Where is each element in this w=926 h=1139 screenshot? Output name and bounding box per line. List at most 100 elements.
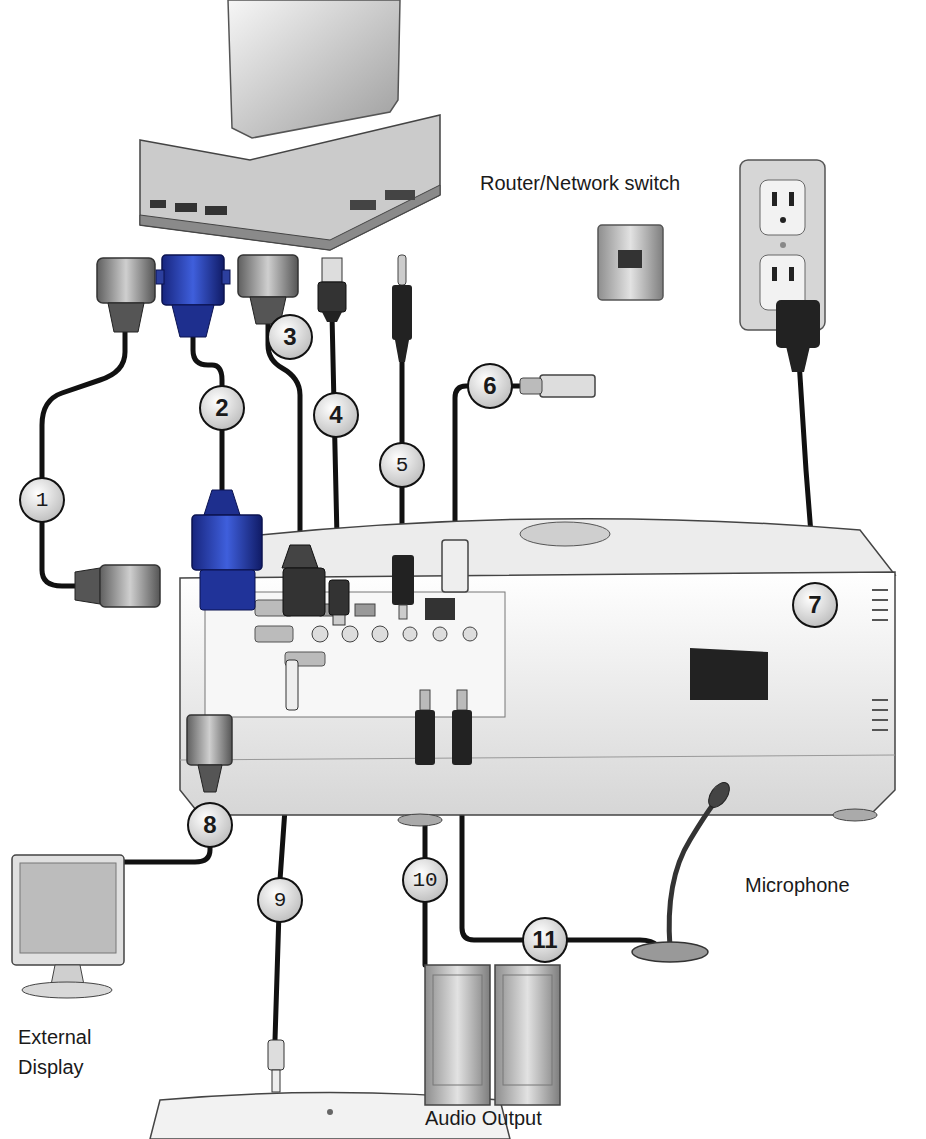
vga-screw	[156, 270, 164, 284]
vent-slot	[872, 709, 888, 711]
laptop	[140, 0, 440, 250]
cable-1	[42, 330, 125, 586]
microphone	[632, 779, 734, 962]
cable-6	[455, 386, 522, 542]
port	[433, 627, 447, 641]
callout-circle	[20, 478, 64, 522]
plug-boot	[520, 378, 542, 394]
callout-number: 8	[188, 803, 232, 847]
device-label: Audio Output	[425, 1103, 542, 1133]
callout-circle	[468, 364, 512, 408]
projector-foot	[833, 809, 877, 821]
device-led	[327, 1109, 333, 1115]
plug-boot	[395, 340, 409, 362]
outlet-socket	[760, 180, 805, 235]
port	[255, 626, 293, 642]
jack-pin	[398, 255, 406, 285]
port	[312, 626, 328, 642]
projector-edge	[180, 755, 895, 760]
speaker-box	[425, 965, 490, 1105]
callout-circle	[188, 803, 232, 847]
laptop-base	[140, 115, 440, 250]
jack-body	[392, 285, 412, 340]
usb-plug	[329, 580, 349, 615]
monitor-base	[22, 982, 112, 998]
usb-metal	[333, 615, 345, 625]
plug-body	[187, 715, 232, 765]
plug-body	[100, 565, 160, 607]
vga-screw	[222, 270, 230, 284]
projector-lens	[520, 522, 610, 546]
dc-plug	[286, 660, 298, 710]
callout-circles	[20, 315, 837, 962]
laptop-lid	[228, 0, 400, 138]
outlet-slot	[789, 267, 794, 281]
projector	[180, 519, 895, 826]
callout-circle	[258, 878, 302, 922]
callout-circle	[200, 386, 244, 430]
callout-number: 1	[20, 478, 64, 522]
jack-body	[415, 710, 435, 765]
port	[372, 626, 388, 642]
callout-circle	[268, 315, 312, 359]
callout-number: 10	[403, 858, 447, 902]
callout-circle	[523, 918, 567, 962]
jack-pin	[399, 605, 407, 619]
callout-number: 3	[268, 315, 312, 359]
device-label: External Display	[18, 1022, 118, 1082]
plug-body	[97, 258, 155, 303]
jack-pin	[420, 690, 430, 710]
vga-plug	[162, 255, 224, 305]
device-label: Router/Network switch	[480, 168, 680, 198]
vent-slot	[872, 609, 888, 611]
router-port	[618, 250, 642, 268]
plug-boot	[108, 303, 144, 332]
plug-boot	[198, 765, 222, 792]
callout-circle	[380, 443, 424, 487]
laptop-port	[205, 206, 227, 215]
router	[520, 225, 663, 397]
jack-body	[392, 555, 414, 605]
port	[425, 598, 455, 620]
vent-slot	[872, 699, 888, 701]
laptop-plugs	[97, 255, 412, 362]
port	[403, 627, 417, 641]
vent-slot	[872, 619, 888, 621]
vent-slot	[872, 719, 888, 721]
callout-number: 11	[523, 918, 567, 962]
hdmi-plug	[283, 568, 325, 616]
vga-plug	[200, 570, 255, 610]
plug-boot	[75, 568, 100, 604]
projector-foot	[398, 814, 442, 826]
outlet-slot	[789, 192, 794, 206]
mic-head	[704, 779, 733, 811]
callout-number: 4	[314, 393, 358, 437]
jack-pin	[457, 690, 467, 710]
vga-plug	[192, 515, 262, 570]
laptop-port	[150, 200, 166, 208]
callout-number: 9	[258, 878, 302, 922]
plug-boot	[172, 305, 214, 337]
rj45-plug	[540, 375, 595, 397]
callout-number: 7	[793, 583, 837, 627]
plug-boot	[282, 545, 318, 568]
router-box	[598, 225, 663, 300]
monitor-screen	[20, 863, 116, 953]
outlet-screw	[780, 242, 786, 248]
power-plug	[690, 648, 768, 700]
vent-slot	[872, 589, 888, 591]
callout-number: 2	[200, 386, 244, 430]
callout-number: 5	[380, 443, 424, 487]
outlet-slot	[772, 192, 777, 206]
power-plug	[776, 300, 820, 348]
plug-boot	[786, 346, 810, 372]
speakers	[425, 965, 560, 1105]
port	[463, 627, 477, 641]
callout-circle	[793, 583, 837, 627]
plug-body	[238, 255, 298, 297]
dc-tip	[272, 1070, 280, 1092]
port-panel	[205, 592, 505, 717]
laptop-port	[385, 190, 415, 200]
plug-boot	[322, 312, 342, 322]
